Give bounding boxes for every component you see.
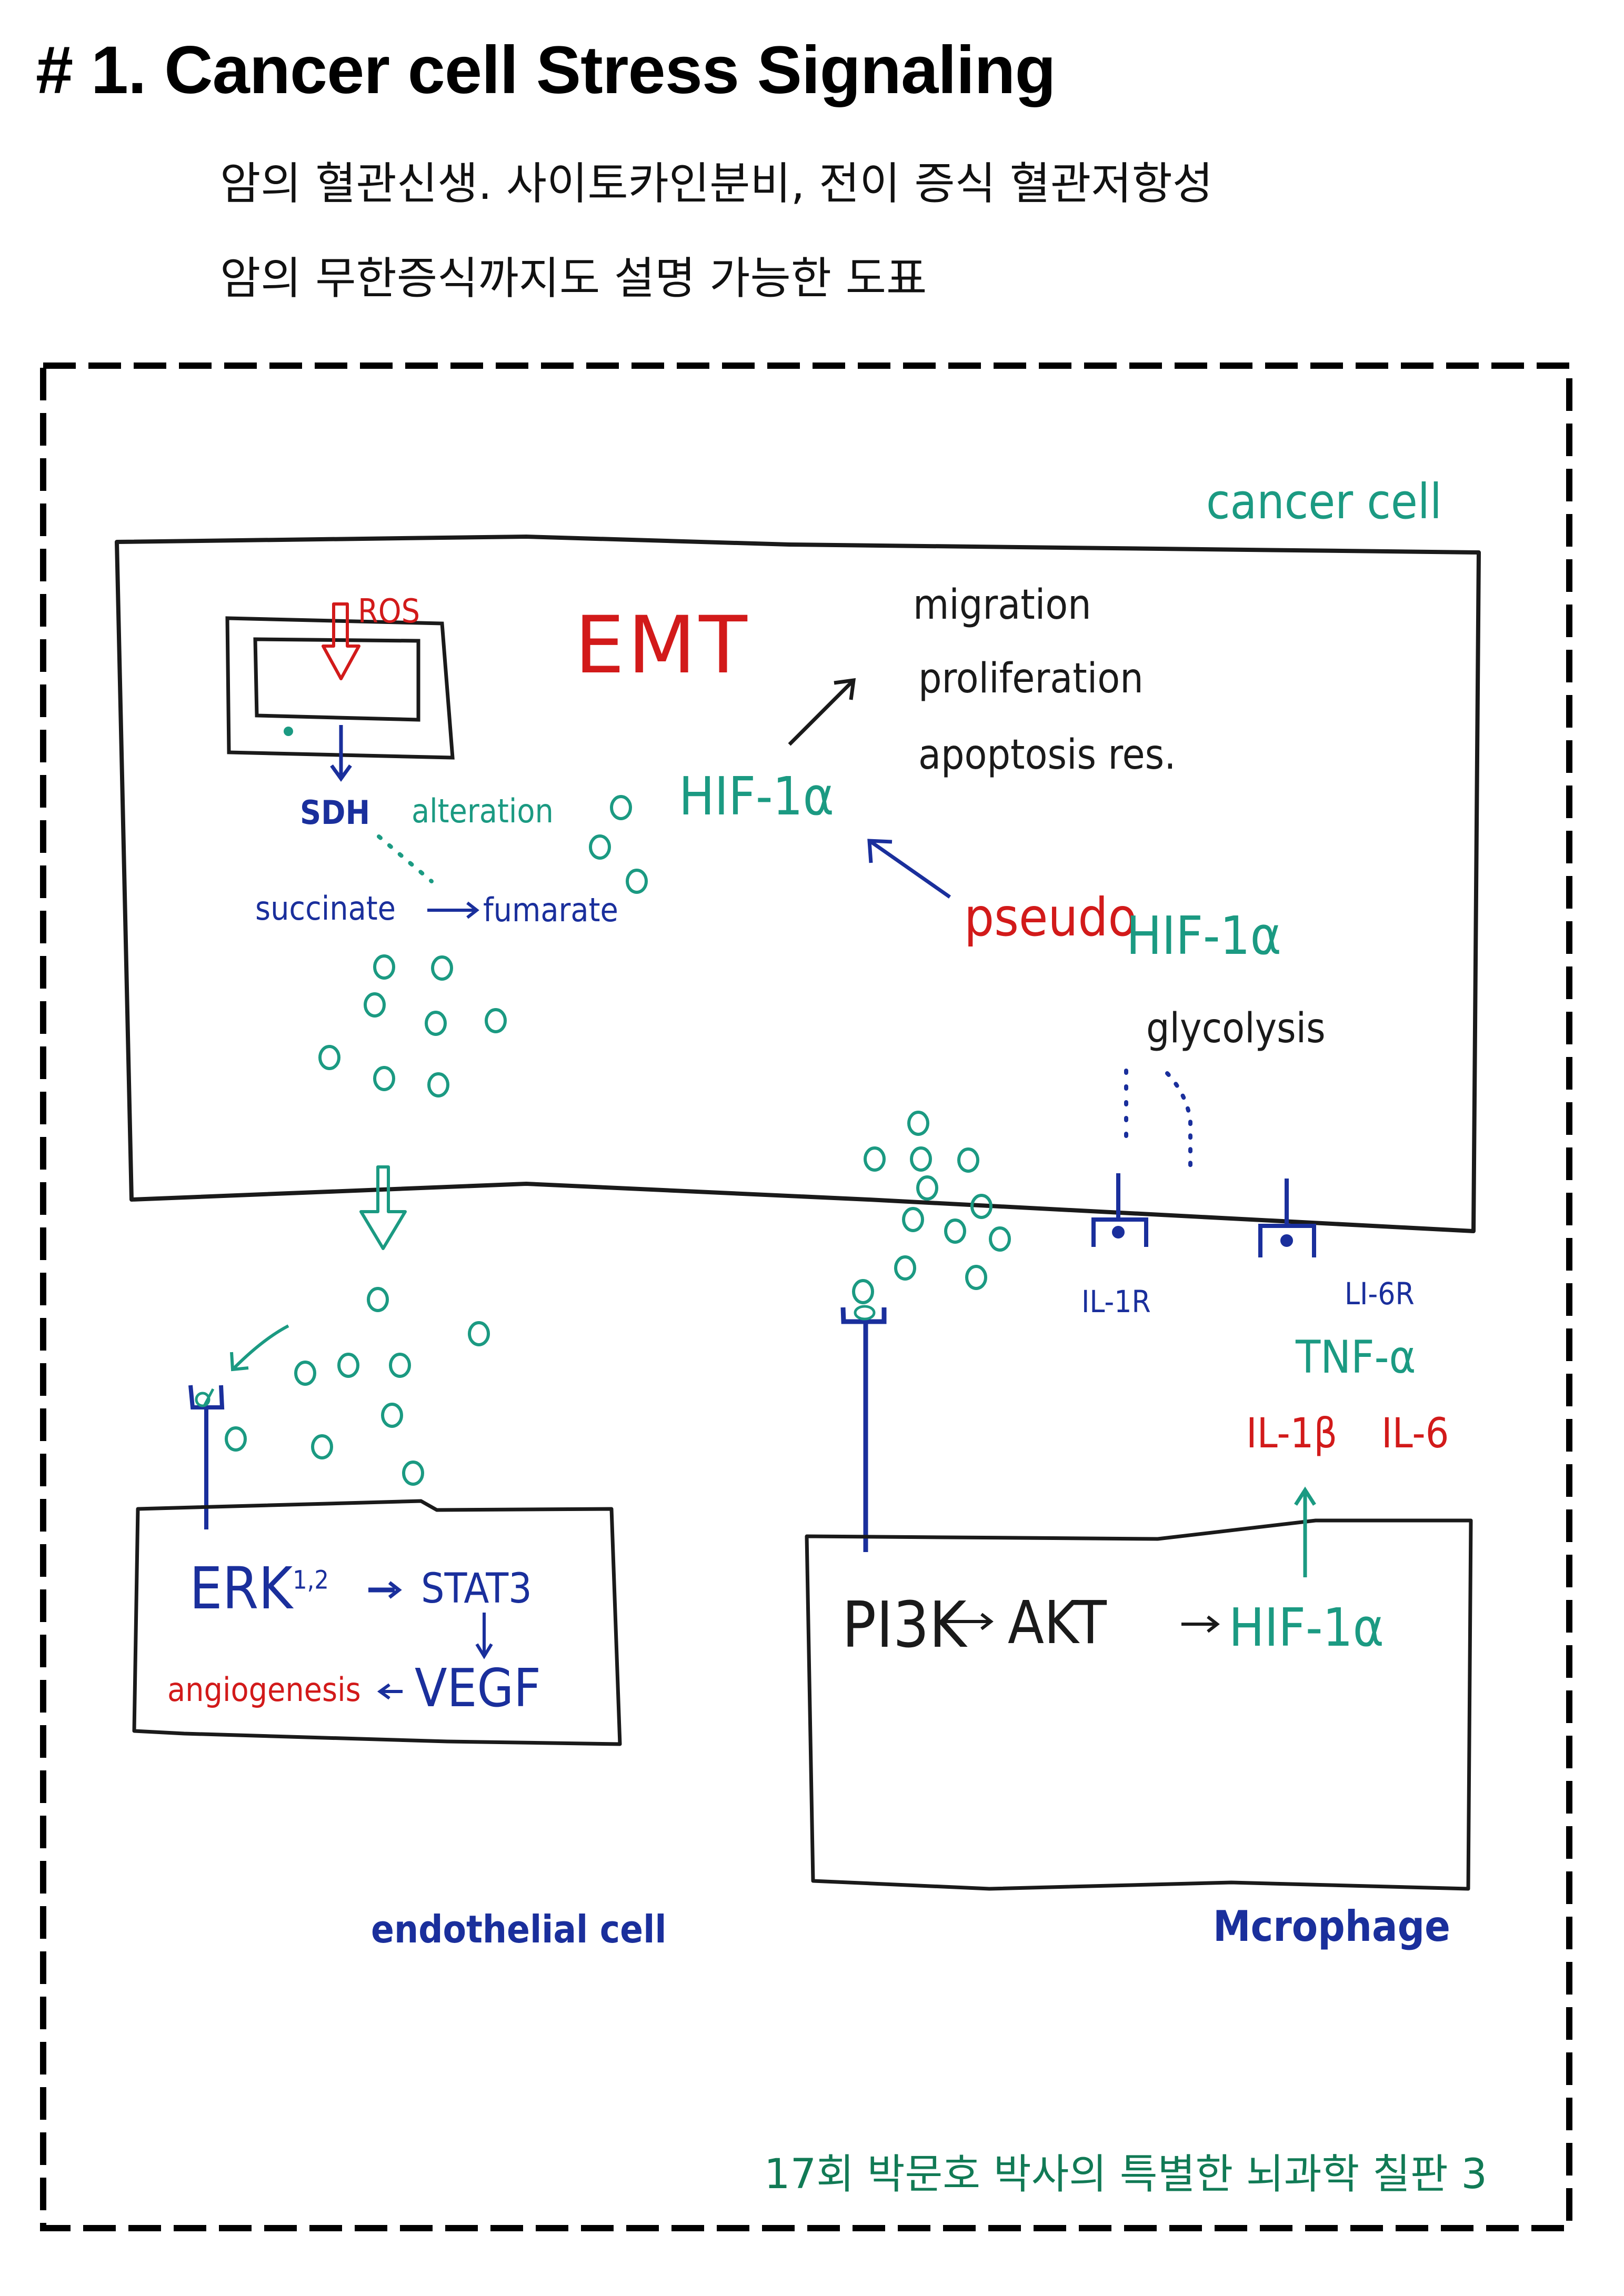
pseudo-label: pseudo (964, 887, 1137, 948)
molecule-circle (373, 1066, 395, 1091)
macrophage-label: Mcrophage (1213, 1902, 1450, 1951)
endothelial-receptor-icon (188, 1385, 225, 1529)
il6r-label: LI-6R (1345, 1276, 1415, 1312)
succinate-label: succinate (255, 889, 396, 928)
subtitle-line-2: 암의 무한증식까지도 설명 가능한 도표 (220, 253, 927, 304)
outcome-migration: migration (913, 581, 1091, 629)
outcome-apoptosis-resistance: apoptosis res. (918, 731, 1176, 779)
molecule-circle (373, 954, 395, 980)
tnf-alpha-label: TNF-α (1296, 1331, 1416, 1384)
mitochondria-outer (225, 616, 455, 760)
arrowhead-icon (980, 1613, 994, 1630)
molecule-circle (294, 1361, 316, 1386)
il1r-label: IL-1R (1081, 1284, 1151, 1320)
pi3k-label: PI3K (842, 1589, 967, 1662)
arrowhead-icon (330, 764, 352, 782)
arrowhead-icon (388, 1581, 402, 1599)
molecule-circle (852, 1279, 874, 1304)
pseudo-hif-label: HIF-1α (1126, 905, 1281, 966)
emt-label: EMT (575, 600, 750, 691)
il1b-label: IL-1β (1246, 1410, 1338, 1457)
molecule-circle (989, 1226, 1011, 1252)
ros-label: ROS (358, 592, 420, 630)
molecule-circle (364, 992, 386, 1018)
molecule-circle (589, 834, 611, 860)
mitochondria-dot (284, 727, 293, 736)
molecule-circle (337, 1353, 359, 1378)
erk-text: ERK (189, 1555, 293, 1622)
arrowhead-icon (466, 901, 479, 919)
arrowhead-icon (834, 678, 856, 700)
molecule-circle (864, 1146, 886, 1172)
molecule-circle (485, 1008, 507, 1033)
erk-label: ERK1,2 (189, 1555, 329, 1622)
hif-to-outcomes-arrow (788, 680, 854, 746)
molecule-circle (957, 1147, 979, 1173)
molecule-circle (965, 1265, 987, 1290)
molecule-circle (431, 955, 453, 981)
molecule-circle (367, 1287, 389, 1312)
arrowhead-icon (1294, 1486, 1316, 1506)
molecule-circle (894, 1255, 916, 1281)
page-title: # 1. Cancer cell Stress Signaling (36, 33, 1056, 108)
glycolysis-dotted-right (1165, 1071, 1192, 1178)
glycolysis-label: glycolysis (1146, 1005, 1326, 1052)
il6-label: IL-6 (1381, 1410, 1449, 1457)
arrowhead-icon (1207, 1615, 1220, 1633)
stat3-label: STAT3 (421, 1565, 532, 1613)
molecule-circle (381, 1403, 403, 1428)
sdh-label: SDH (300, 793, 370, 832)
secretion-arrow-icon (359, 1165, 407, 1250)
molecule-circle (910, 1146, 932, 1172)
molecule-circle (626, 869, 648, 894)
molecule-circle (944, 1219, 966, 1244)
molecule-circle (225, 1426, 247, 1452)
pseudo-to-hif-arrow (869, 840, 951, 899)
molecule-circle (318, 1045, 340, 1070)
bound-ligand (195, 1392, 210, 1407)
endothelial-cell-membrane (132, 1499, 622, 1746)
molecule-circle (311, 1434, 333, 1459)
endothelial-cell-label: endothelial cell (371, 1907, 667, 1951)
cancer-cell-label: cancer cell (1206, 474, 1442, 530)
signaling-molecules (225, 795, 1011, 1486)
molecule-circle (970, 1194, 993, 1219)
arrowhead-icon (377, 1683, 390, 1700)
vegf-label: VEGF (415, 1657, 541, 1719)
footer-credit: 17회 박문호 박사의 특별한 뇌과학 칠판 3 (764, 2151, 1487, 2198)
bound-ligand (854, 1305, 876, 1321)
arrowhead-icon (867, 839, 893, 863)
sdh-dotted-link (377, 834, 434, 883)
ros-arrow-icon (322, 602, 360, 680)
hif-label: HIF-1α (679, 766, 834, 827)
cancer-cell-membrane (115, 535, 1481, 1233)
molecule-circle (907, 1111, 929, 1136)
molecule-circle (427, 1072, 449, 1097)
macrophage-hif-label: HIF-1α (1229, 1597, 1384, 1658)
akt-label: AKT (1008, 1589, 1107, 1657)
il1r-receptor-icon (1091, 1173, 1148, 1247)
outer-dashed-frame (40, 362, 1572, 2231)
molecule-circle (425, 1011, 447, 1036)
subtitle-line-1: 암의 혈관신생. 사이토카인분비, 전이 증식 혈관저항성 (220, 158, 1214, 209)
mitochondria-inner (253, 637, 420, 722)
macrophage-receptor-icon (840, 1307, 887, 1552)
molecule-circle (610, 795, 632, 820)
macrophage-membrane (805, 1518, 1473, 1891)
molecule-circle (902, 1207, 924, 1232)
angiogenesis-label: angiogenesis (167, 1670, 361, 1709)
molecule-circle (389, 1353, 411, 1378)
molecule-circle (468, 1321, 490, 1346)
molecule-circle (402, 1461, 424, 1486)
arrowhead-icon (230, 1352, 249, 1372)
alteration-label: alteration (412, 792, 554, 830)
erk-superscript: 1,2 (293, 1565, 329, 1595)
outcome-proliferation: proliferation (918, 655, 1144, 702)
fumarate-label: fumarate (483, 891, 618, 929)
arrowhead-icon (475, 1643, 493, 1659)
curved-arrow (233, 1324, 289, 1369)
il6r-receptor-icon (1258, 1179, 1316, 1257)
molecule-circle (916, 1175, 938, 1201)
